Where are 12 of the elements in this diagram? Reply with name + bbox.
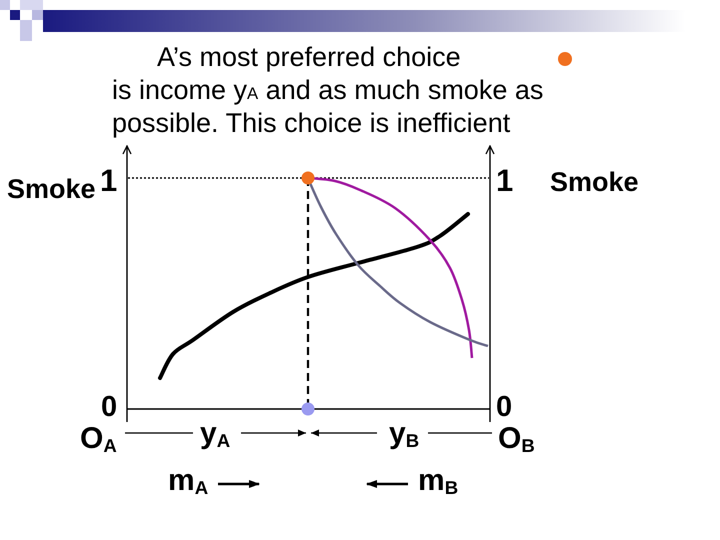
tick-label: 0 — [101, 393, 118, 422]
direction-label: m$_{A}$ — [168, 466, 208, 496]
axis-label: Smoke — [550, 169, 639, 196]
direction-label: m$_{B}$ — [418, 466, 458, 496]
axis-label: Smoke — [7, 176, 96, 203]
income-label: y$_{A}$ — [200, 419, 230, 449]
tick-label: 1 — [496, 165, 514, 196]
tick-label: 1 — [100, 165, 118, 196]
tick-label: 0 — [496, 393, 512, 422]
origin-label: O$_{A}$ — [80, 424, 117, 454]
origin-label: O$_{B}$ — [498, 424, 535, 454]
income-label: y$_{B}$ — [389, 419, 420, 449]
